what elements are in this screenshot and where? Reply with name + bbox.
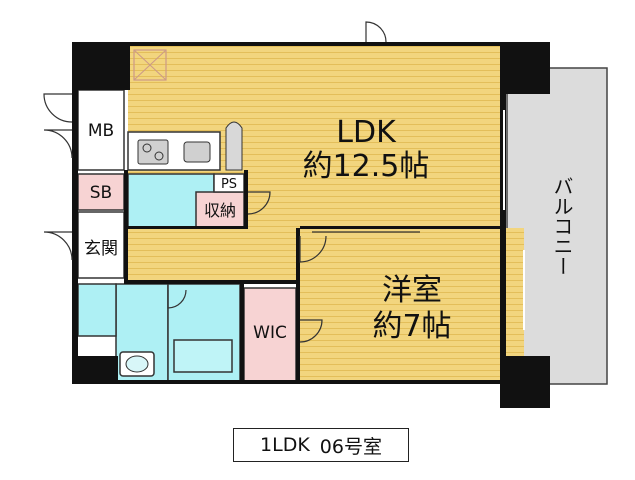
storage-label: 収納 [204,201,236,220]
ldk-name: LDK [336,115,397,150]
mb-label: MB [88,121,114,141]
sink-bowl [125,355,149,373]
kitchen-hood [225,121,243,171]
mb-area [77,89,125,171]
sb-label: SB [90,183,112,203]
laundry-area [77,283,117,337]
entrance-area [77,211,125,279]
ceiling-hatch [133,49,167,81]
western-room-name: 洋室 [382,273,442,308]
kitchen-sink [183,141,211,163]
unit-number: 06号室 [319,435,382,458]
western-room-size: 約7帖 [372,309,451,344]
ps-label: PS [221,177,237,192]
balcony-label: バルコニー [550,176,574,276]
entrance-label: 玄関 [84,239,118,259]
bath-tub [173,339,233,373]
ldk-size: 約12.5帖 [303,149,430,184]
sb-area [77,173,125,211]
layout-type: 1LDK [260,434,310,456]
western-room-floor [300,228,524,384]
corridor-floor [124,228,300,280]
walls [72,42,550,408]
kitchen-stove [137,139,169,165]
wic-label: WIC [253,323,287,343]
unit-caption: 1LDK 06号室 [233,428,409,462]
door-swings [43,21,387,343]
